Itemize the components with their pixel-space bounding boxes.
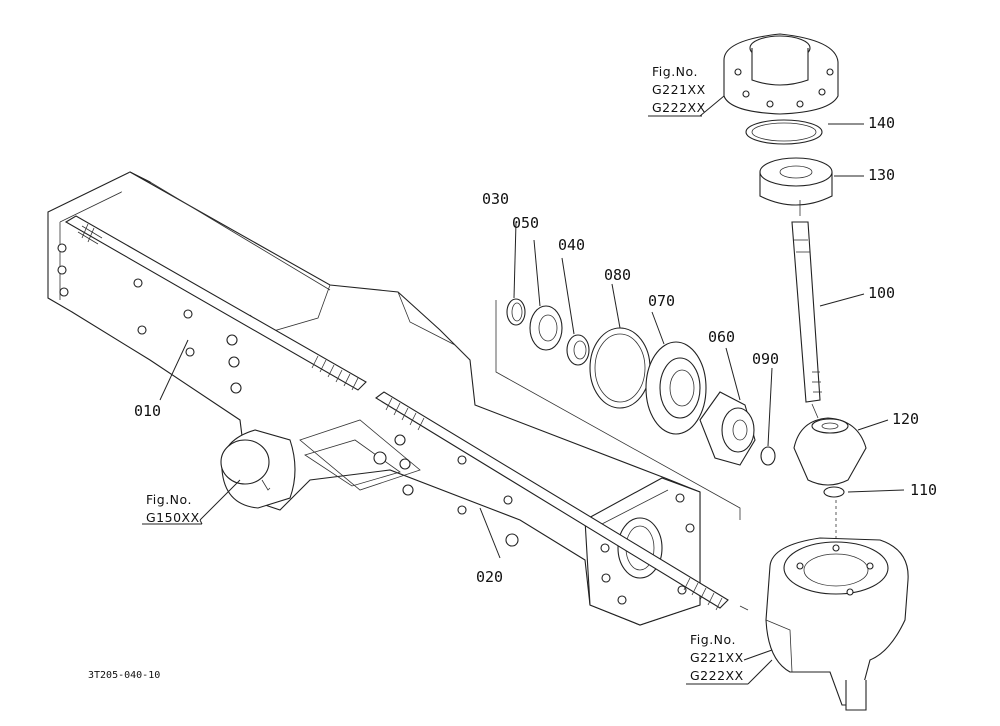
label-020: 020 [476, 568, 503, 586]
label-140: 140 [868, 114, 895, 132]
label-040: 040 [558, 236, 585, 254]
fig-ref-left-line1: Fig.No. [146, 492, 192, 507]
label-080: 080 [604, 266, 631, 284]
fig-ref-top-line3: G222XX [652, 100, 706, 115]
figure-ref-bottom: Fig.No. G221XX G222XX [686, 632, 773, 685]
fig-ref-left-line2: G150XX [146, 510, 200, 525]
drawing-code: 3T205-040-10 [88, 670, 160, 681]
bearing-stack [495, 298, 776, 520]
label-090: 090 [752, 350, 779, 368]
label-060: 060 [708, 328, 735, 346]
label-050: 050 [512, 214, 539, 232]
axle-shaft-010 [64, 215, 367, 391]
fig-ref-bottom-line3: G222XX [690, 668, 744, 683]
label-120: 120 [892, 410, 919, 428]
figure-ref-top: Fig.No. G221XX G222XX [648, 64, 706, 117]
axle-shaft-020 [375, 391, 749, 611]
label-010: 010 [134, 402, 161, 420]
fig-ref-bottom-line2: G221XX [690, 650, 744, 665]
fig-ref-top-line1: Fig.No. [652, 64, 698, 79]
label-070: 070 [648, 292, 675, 310]
label-130: 130 [868, 166, 895, 184]
fig-ref-bottom-line1: Fig.No. [690, 632, 736, 647]
figure-ref-left: Fig.No. G150XX [142, 492, 203, 525]
label-110: 110 [910, 481, 937, 499]
vertical-drive [723, 33, 867, 560]
gear-case [765, 537, 909, 711]
label-100: 100 [868, 284, 895, 302]
fig-ref-top-line2: G221XX [652, 82, 706, 97]
leader-lines [159, 95, 905, 661]
label-030: 030 [482, 190, 509, 208]
